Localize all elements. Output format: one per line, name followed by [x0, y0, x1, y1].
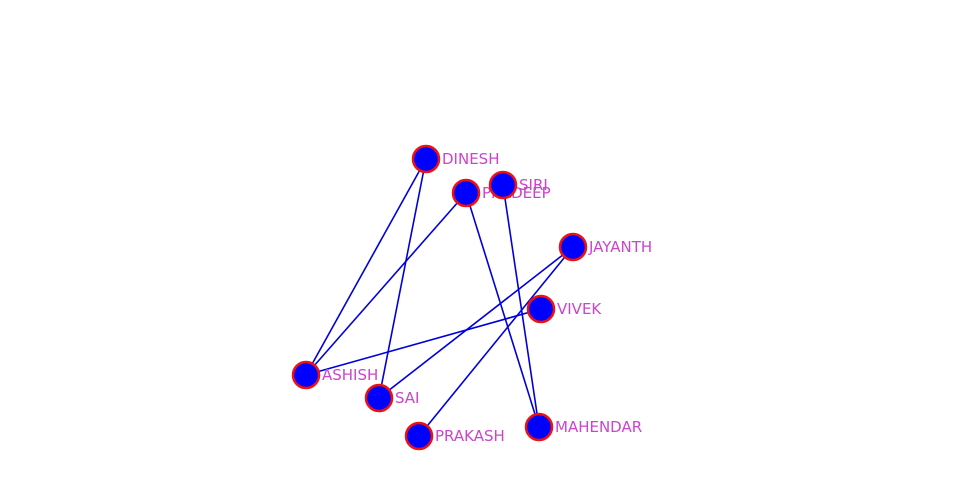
- edge-jayanth-prakash: [418, 246, 574, 437]
- node-label-jayanth: JAYANTH: [588, 238, 652, 256]
- node-label-prakash: PRAKASH: [435, 427, 505, 445]
- node-jayanth[interactable]: JAYANTH: [558, 232, 652, 262]
- node-label-vivek: VIVEK: [557, 300, 602, 318]
- node-circle-sai[interactable]: [364, 383, 394, 413]
- node-layer: DINESHPRADEEPSIRIJAYANTHVIVEKASHISHSAIPR…: [291, 144, 652, 451]
- node-circle-mahendar[interactable]: [524, 412, 554, 442]
- node-mahendar[interactable]: MAHENDAR: [524, 412, 642, 442]
- node-prakash[interactable]: PRAKASH: [404, 421, 505, 451]
- node-circle-prakash[interactable]: [404, 421, 434, 451]
- node-dinesh[interactable]: DINESH: [411, 144, 499, 174]
- node-label-ashish: ASHISH: [322, 366, 378, 384]
- node-circle-pradeep[interactable]: [451, 178, 481, 208]
- node-circle-jayanth[interactable]: [558, 232, 588, 262]
- edge-dinesh-ashish: [305, 158, 427, 376]
- edge-pradeep-ashish: [305, 192, 467, 376]
- edge-vivek-ashish: [305, 308, 542, 376]
- node-circle-ashish[interactable]: [291, 360, 321, 390]
- node-label-siri: SIRI: [519, 176, 548, 194]
- node-label-mahendar: MAHENDAR: [555, 418, 642, 436]
- edge-siri-mahendar: [502, 184, 540, 428]
- node-siri[interactable]: SIRI: [488, 170, 548, 200]
- node-label-sai: SAI: [395, 389, 420, 407]
- edge-pradeep-mahendar: [465, 192, 540, 428]
- node-circle-dinesh[interactable]: [411, 144, 441, 174]
- edge-dinesh-sai: [378, 158, 427, 399]
- node-label-dinesh: DINESH: [442, 150, 499, 168]
- node-circle-vivek[interactable]: [526, 294, 556, 324]
- node-ashish[interactable]: ASHISH: [291, 360, 378, 390]
- node-vivek[interactable]: VIVEK: [526, 294, 602, 324]
- edge-layer: [305, 158, 574, 437]
- node-sai[interactable]: SAI: [364, 383, 420, 413]
- node-circle-siri[interactable]: [488, 170, 518, 200]
- edge-jayanth-sai: [378, 246, 574, 399]
